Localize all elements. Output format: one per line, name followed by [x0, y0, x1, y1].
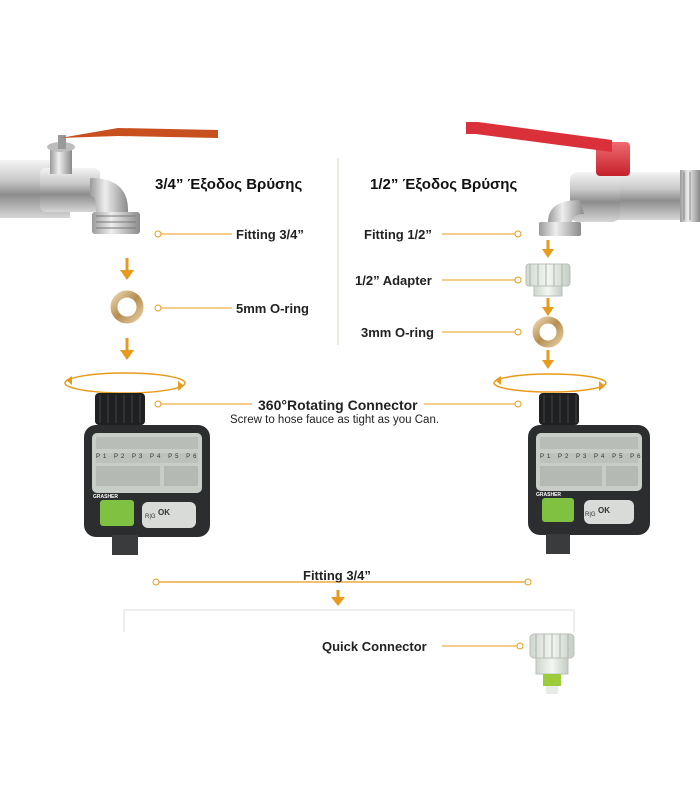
- left-timer-programs: P1 P2 P3 P4 P5 P6: [96, 454, 200, 460]
- left-rotation-indicator: [64, 372, 186, 394]
- left-heading: 3/4” Έξοδος Βρύσης: [155, 176, 303, 193]
- right-arrow-2: [542, 298, 554, 316]
- label-rotating-instructions: Screw to hose fauce as tight as you Can.: [230, 414, 440, 426]
- right-timer-rg: R|G: [585, 512, 596, 518]
- right-arrow-1: [542, 240, 554, 258]
- label-adapter-1-2: 1/2” Adapter: [355, 273, 432, 288]
- quick-connector-image: [529, 633, 575, 694]
- label-3mm-oring: 3mm O-ring: [361, 325, 434, 340]
- right-faucet-image: [466, 122, 700, 236]
- label-fitting-3-4: Fitting 3/4”: [236, 227, 304, 242]
- fitting-bottom-dot-left: [152, 578, 160, 586]
- right-arrow-3: [542, 350, 554, 369]
- label-fitting-bottom: Fitting 3/4”: [303, 568, 371, 583]
- bracket-line: [123, 609, 575, 632]
- label-fitting-1-2: Fitting 1/2”: [364, 227, 432, 242]
- left-timer-image: [84, 393, 210, 555]
- label-5mm-oring: 5mm O-ring: [236, 301, 309, 316]
- right-timer-image: [528, 393, 650, 554]
- left-arrow-2: [120, 338, 134, 360]
- left-timer-ok: OK: [158, 508, 170, 517]
- left-oring-image: [110, 290, 144, 324]
- left-faucet-image: [0, 128, 218, 234]
- left-arrow-1: [120, 258, 134, 280]
- label-quick-connector: Quick Connector: [322, 639, 427, 654]
- right-oring-image: [532, 316, 564, 348]
- label-rotating-connector: 360°Rotating Connector: [258, 397, 418, 413]
- right-timer-ok: OK: [598, 506, 610, 515]
- fitting-bottom-dot-right: [524, 578, 532, 586]
- right-heading: 1/2” Έξοδος Βρύσης: [370, 176, 518, 193]
- leader-lines: [154, 230, 524, 650]
- right-timer-brand: GRASHER: [536, 492, 562, 498]
- right-timer-programs: P1 P2 P3 P4 P5 P6: [540, 454, 644, 460]
- bottom-arrow: [331, 590, 345, 606]
- adapter-image: [525, 263, 571, 297]
- left-timer-brand: GRASHER: [93, 494, 119, 500]
- right-rotation-indicator: [493, 373, 607, 393]
- left-timer-rg: R|G: [145, 514, 156, 520]
